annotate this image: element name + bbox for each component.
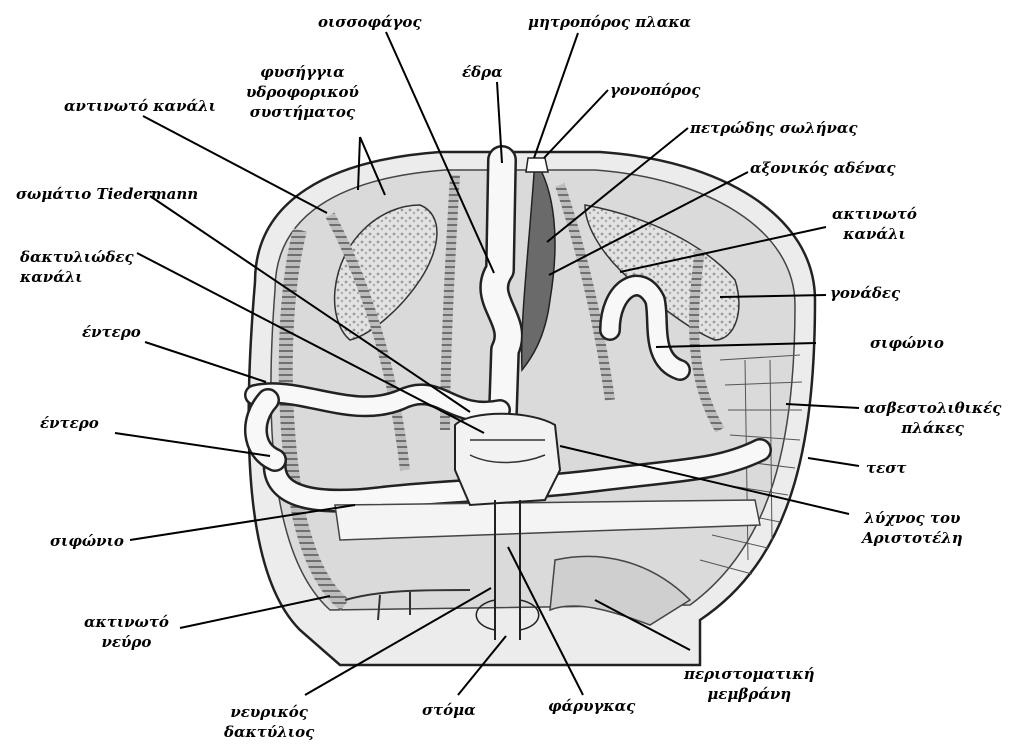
label-radial-nerve: ακτινωτό νεύρο — [84, 612, 169, 652]
label-ampullae: φυσήγγια υδροφορικού συστήματος — [246, 62, 359, 122]
label-gonopore: γονοπόρος — [610, 80, 700, 100]
label-intestine-upper: έντερο — [82, 322, 141, 342]
label-nerve-ring: νευρικός δακτύλιος — [224, 702, 314, 742]
label-peristomial-membrane: περιστοματική μεμβράνη — [684, 664, 815, 704]
label-gonads: γονάδες — [830, 283, 900, 303]
label-madreporite: μητροπόρος πλακα — [528, 12, 691, 32]
label-anus: έδρα — [462, 62, 503, 82]
label-pharynx: φάρυγκας — [548, 696, 635, 716]
label-aristotle-lantern: λύχνος του Αριστοτέλη — [862, 508, 963, 548]
label-intestine-lower: έντερο — [40, 413, 99, 433]
label-tiedemann-body: σωμάτιο Tiedermann — [16, 184, 198, 204]
label-test: τεστ — [866, 458, 906, 478]
label-radial-canal-left: αντινωτό κανάλι — [64, 96, 216, 116]
label-ring-canal: δακτυλιώδες κανάλι — [20, 247, 134, 287]
label-mouth: στόμα — [422, 700, 476, 720]
label-calcite-plates: ασβεστολιθικές πλάκες — [864, 398, 1001, 438]
label-axial-gland: αξονικός αδένας — [750, 158, 895, 178]
label-siphon-left: σιφώνιο — [50, 531, 124, 551]
label-siphon-right: σιφώνιο — [870, 333, 944, 353]
label-oesophagus: οισσοφάγος — [318, 12, 422, 32]
label-radial-canal-right: ακτινωτό κανάλι — [832, 204, 917, 244]
label-stone-canal: πετρώδης σωλήνας — [690, 118, 858, 138]
